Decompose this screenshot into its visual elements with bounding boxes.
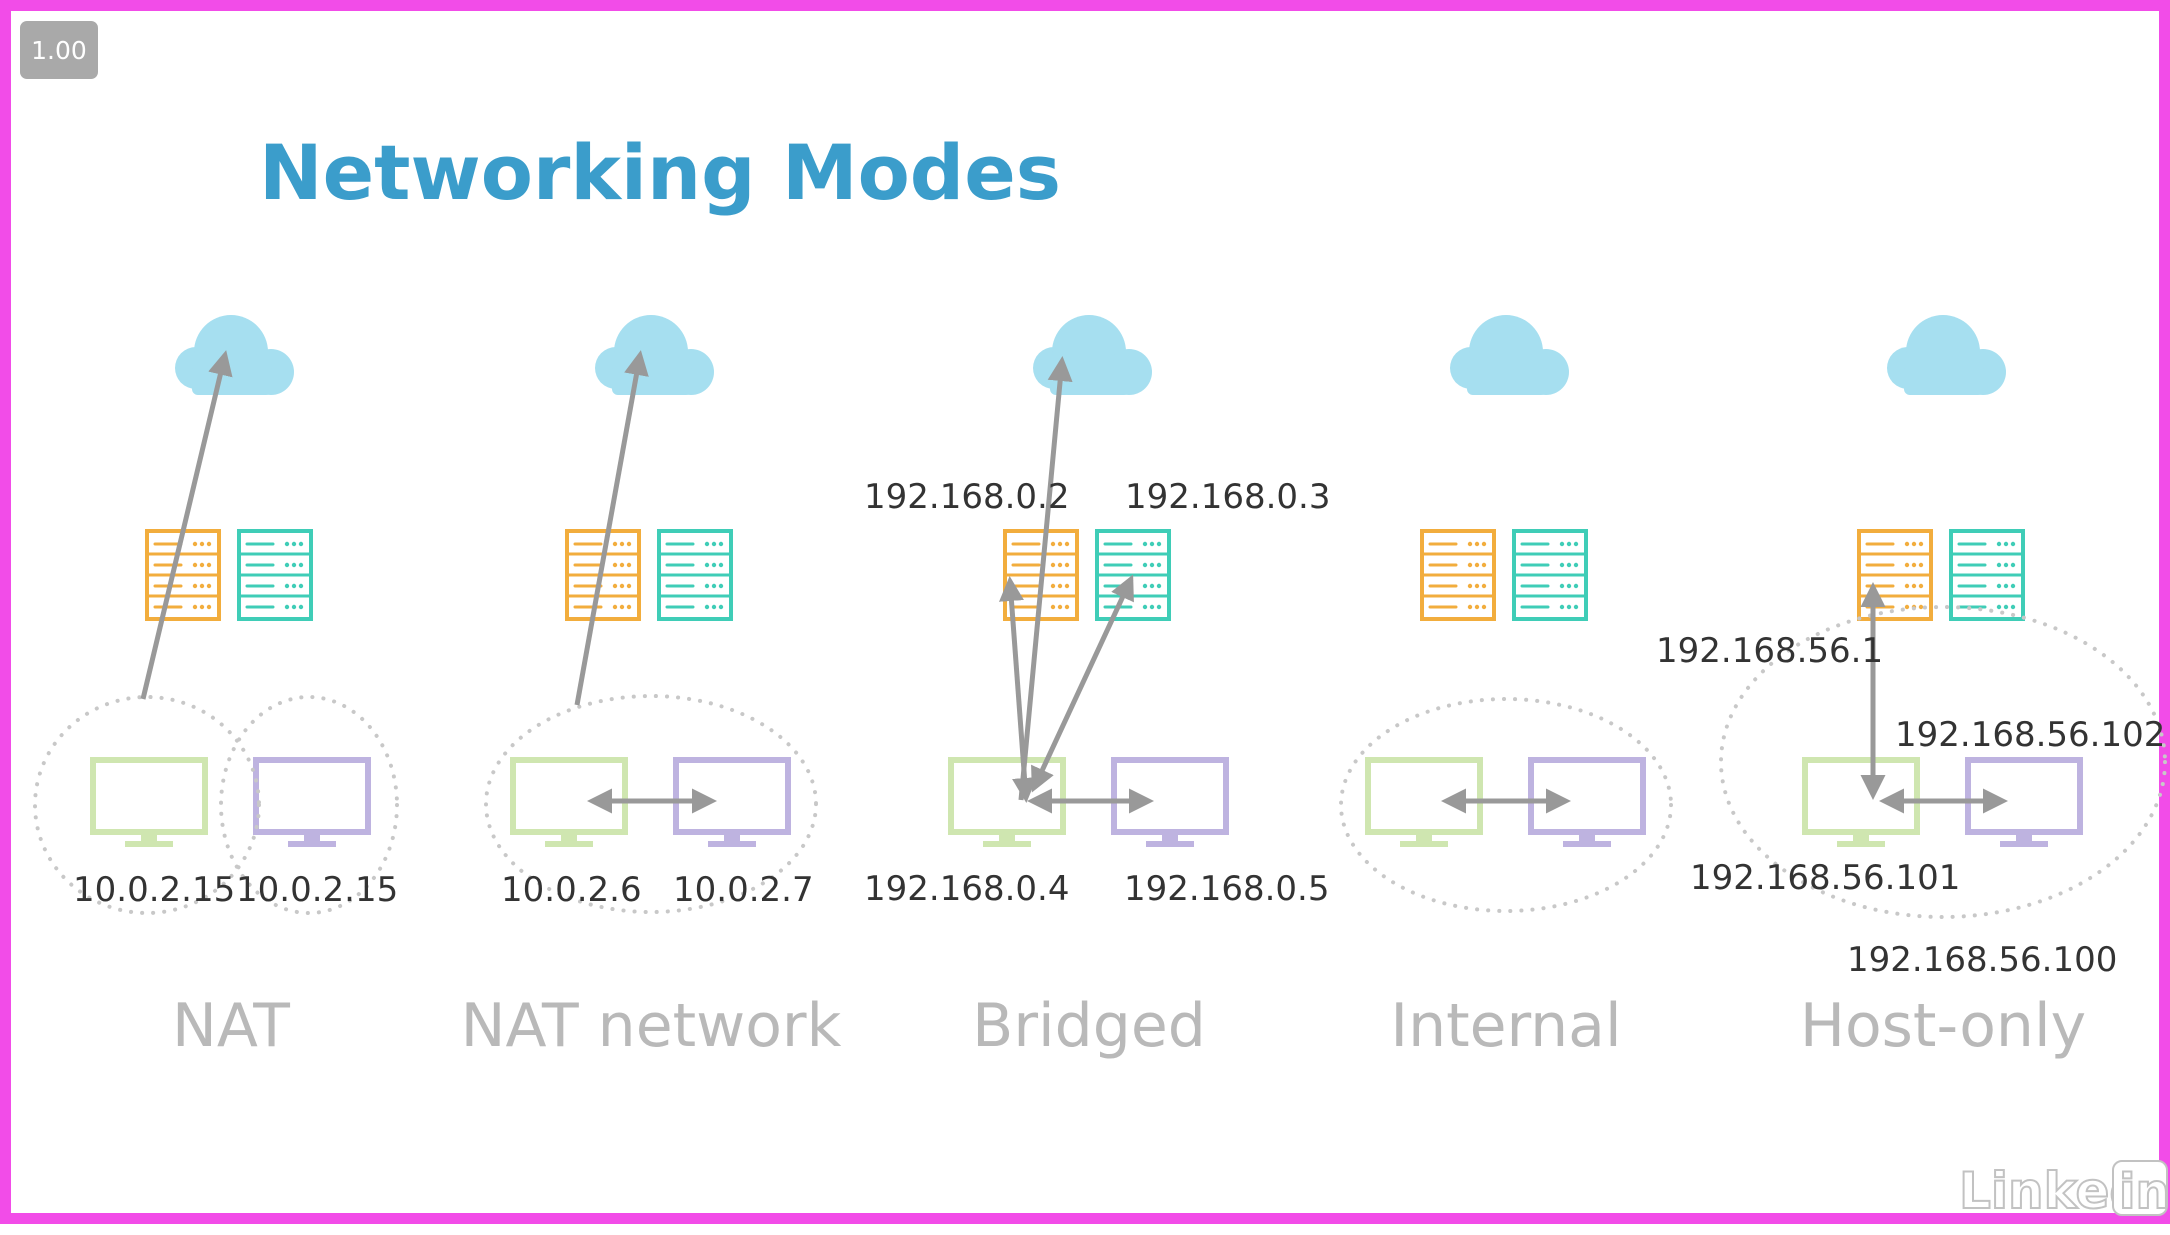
server-icon <box>1512 529 1588 621</box>
nat-network-boundary <box>484 694 818 914</box>
server-icon <box>1857 529 1933 621</box>
ip-address: 192.168.56.102 <box>1895 715 2165 755</box>
server-icon <box>1420 529 1496 621</box>
arrow-icon <box>1031 574 1134 793</box>
svg-text:in: in <box>2119 1164 2170 1220</box>
server-icon <box>145 529 221 621</box>
ip-address: 10.0.2.15 <box>73 870 235 910</box>
server-icon <box>237 529 313 621</box>
cloud-icon <box>1450 315 1569 395</box>
mode-label: NAT <box>172 991 290 1061</box>
ip-address: 192.168.0.3 <box>1125 477 1330 517</box>
cloud-icon <box>175 315 294 395</box>
monitor-icon <box>256 760 368 847</box>
cloud-icon <box>595 315 714 395</box>
cloud-icon <box>1887 315 2006 395</box>
arrow-icon <box>140 350 233 700</box>
nat-boundary <box>33 695 261 915</box>
server-icon <box>1095 529 1171 621</box>
server-icon <box>1949 529 2025 621</box>
ip-address: 10.0.2.6 <box>501 870 642 910</box>
ip-address: 10.0.2.15 <box>236 870 398 910</box>
mode-nat-network: NAT network 10.0.2.6 10.0.2.7 <box>461 315 842 1061</box>
mode-label: Host-only <box>1800 991 2086 1061</box>
ip-address: 192.168.0.5 <box>1124 869 1329 909</box>
mode-bridged: Bridged 192.168.0.2 192.168.0.3 192.168.0.4… <box>864 315 1330 1061</box>
mode-label: Internal <box>1390 991 1621 1061</box>
page-title: Networking Modes <box>259 128 1061 217</box>
mode-label: NAT network <box>461 991 842 1061</box>
linkedin-logo: Linked in <box>1958 1160 2170 1221</box>
mode-label: Bridged <box>972 991 1206 1061</box>
ip-address: 192.168.0.2 <box>864 477 1069 517</box>
ip-address: 192.168.56.1 <box>1656 631 1883 671</box>
mode-internal: Internal <box>1339 315 1673 1061</box>
monitor-icon <box>93 760 205 847</box>
ip-address: 192.168.0.4 <box>864 869 1069 909</box>
internal-boundary <box>1339 697 1673 913</box>
zoom-badge: 1.00 <box>20 21 98 79</box>
cloud-icon <box>1033 315 1152 395</box>
server-icon <box>657 529 733 621</box>
mode-host-only: Host-only 192.168.56.1 192.168.56.102 192.1… <box>1656 315 2167 1061</box>
host-only-boundary <box>1719 605 2167 919</box>
arrow-icon <box>999 576 1037 803</box>
nat-boundary <box>219 695 399 915</box>
arrow-icon <box>574 350 649 706</box>
ip-address: 192.168.56.100 <box>1847 940 2117 980</box>
arrow-icon <box>1018 356 1073 801</box>
ip-address: 10.0.2.7 <box>673 870 814 910</box>
ip-address: 192.168.56.101 <box>1690 858 1960 898</box>
server-icon <box>565 529 641 621</box>
